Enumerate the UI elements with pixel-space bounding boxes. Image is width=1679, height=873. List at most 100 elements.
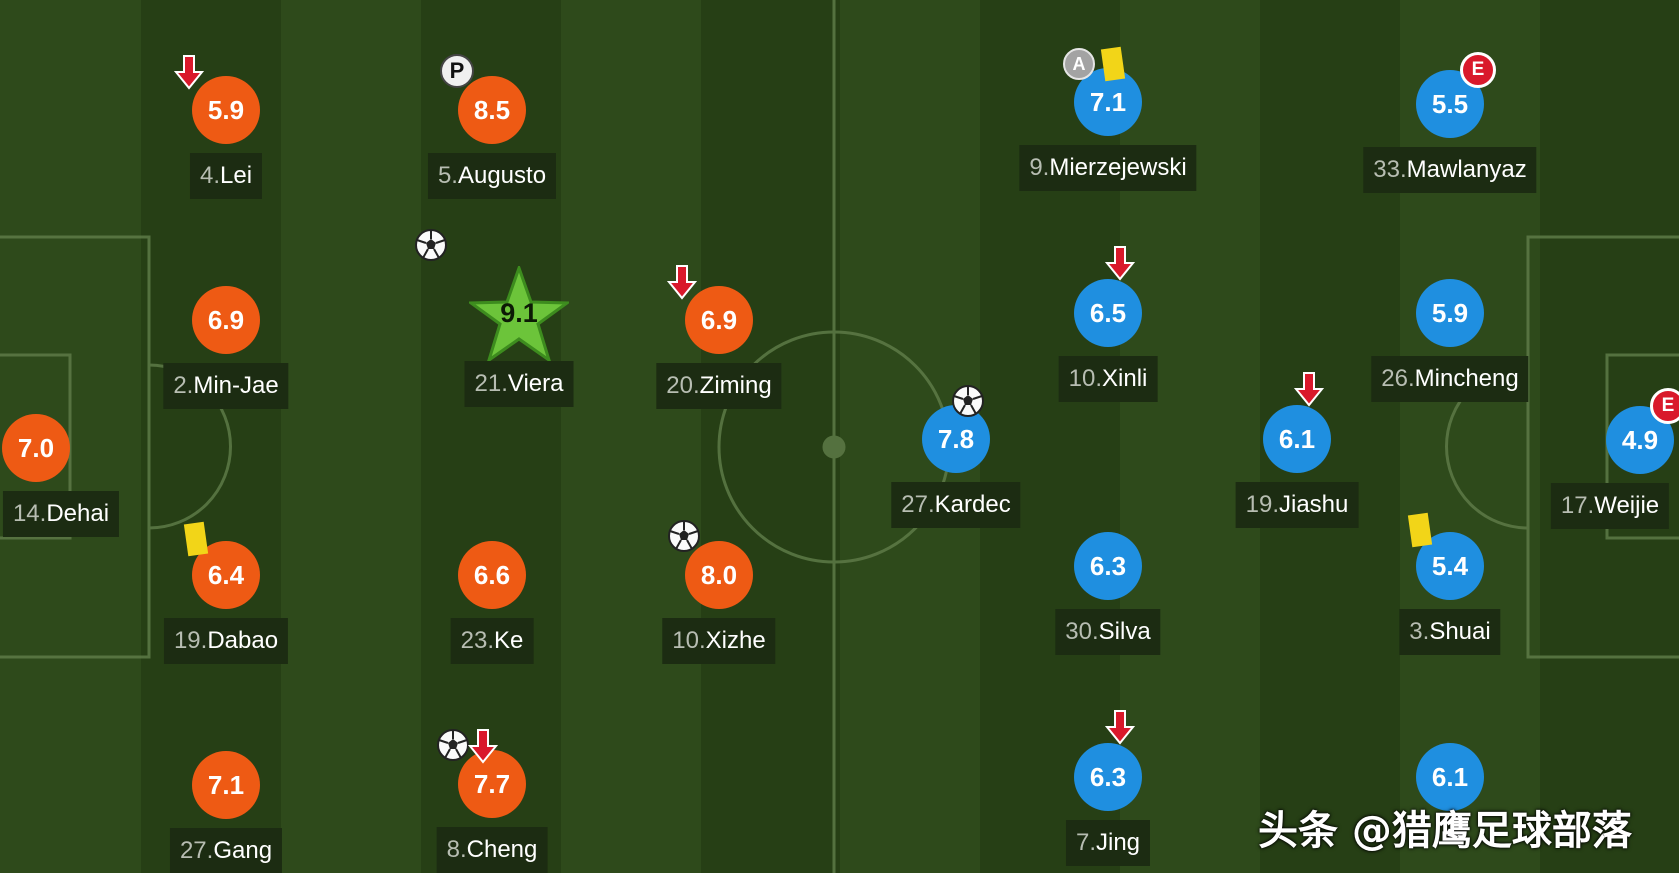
player-number: 2. <box>173 372 194 399</box>
player-name: Cheng <box>466 836 538 863</box>
player-number: 9. <box>1029 154 1050 181</box>
penalty-icon: P <box>440 54 474 88</box>
sub-off-arrow-icon <box>1104 709 1136 745</box>
player-name: Xizhe <box>705 627 766 654</box>
player-rating-badge: 5.9 <box>192 76 260 144</box>
pitch-stripe <box>1399 0 1541 873</box>
player-rating: 9.1 <box>500 298 538 328</box>
player-name-label: 8.Cheng <box>436 827 548 873</box>
player-number: 10. <box>672 627 706 654</box>
player-name: Jing <box>1095 829 1141 856</box>
player-rating-badge: 7.7 <box>458 750 526 818</box>
player-name: Lei <box>219 162 253 189</box>
player-name: Min-Jae <box>193 372 279 399</box>
player-name-label: 9.Mierzejewski <box>1019 145 1197 191</box>
pitch-stripe <box>559 0 701 873</box>
player-rating-badge: 6.6 <box>458 541 526 609</box>
player-name-label: 17.Weijie <box>1550 483 1670 529</box>
player-number: 27. <box>901 491 935 518</box>
player-number: 26. <box>1381 365 1415 392</box>
error-icon: E <box>1460 52 1496 88</box>
player-rating-badge: 7.8 <box>922 405 990 473</box>
player-number: 30. <box>1065 618 1099 645</box>
player-name-label: 14.Dehai <box>2 491 120 537</box>
goal-ball-icon <box>951 384 985 418</box>
player-name-label: 27.Gang <box>169 828 283 873</box>
player-number: 33. <box>1373 156 1407 183</box>
player-rating-badge: 6.3 <box>1074 532 1142 600</box>
player-rating-badge: 6.5 <box>1074 279 1142 347</box>
player-number: 20. <box>666 372 700 399</box>
man-of-the-match-star-icon: 9.1 <box>466 263 572 366</box>
sub-off-arrow-icon <box>1104 245 1136 281</box>
player-name: Mierzejewski <box>1049 154 1187 181</box>
player-name-label: 20.Ziming <box>656 363 782 409</box>
player-rating-badge: 6.9 <box>685 286 753 354</box>
player-name-label: 5.Augusto <box>427 153 557 199</box>
player-name: Ke <box>494 627 524 654</box>
sub-off-arrow-icon <box>173 54 205 90</box>
player-number: 17. <box>1560 492 1595 519</box>
player-number: 27. <box>179 837 214 864</box>
player-name: Gang <box>213 837 273 864</box>
player-rating-badge: 8.0 <box>685 541 753 609</box>
player-name: Mincheng <box>1414 365 1519 392</box>
player-name: Dehai <box>46 500 110 527</box>
player-name-label: 26.Mincheng <box>1371 356 1529 402</box>
watermark-text: 头条 @猎鹰足球部落 <box>1258 808 1632 854</box>
player-name: Weijie <box>1594 492 1660 519</box>
player-name: Shuai <box>1429 618 1491 645</box>
yellow-card-icon <box>1100 46 1126 82</box>
player-rating-badge: 6.1 <box>1416 743 1484 811</box>
player-rating-badge: 5.4 <box>1416 532 1484 600</box>
player-name-label: 10.Xizhe <box>662 618 776 664</box>
player-rating-badge: 7.0 <box>2 414 70 482</box>
player-name-label: 19.Dabao <box>163 618 289 664</box>
sub-off-arrow-icon <box>467 728 499 764</box>
player-name-label: 10.Xinli <box>1058 356 1158 402</box>
player-number: 4. <box>199 162 220 189</box>
player-number: 19. <box>1245 491 1279 518</box>
yellow-card-icon <box>183 521 209 557</box>
player-name-label: 19.Jiashu <box>1235 482 1359 528</box>
player-name: Dabao <box>207 627 279 654</box>
player-rating-badge: 7.1 <box>192 751 260 819</box>
assist-icon: A <box>1063 48 1095 80</box>
player-rating-badge: 6.3 <box>1074 743 1142 811</box>
player-name-label: 2.Min-Jae <box>163 363 289 409</box>
player-name-label: 4.Lei <box>189 153 263 199</box>
player-number: 19. <box>173 627 208 654</box>
player-number: 3. <box>1409 618 1430 645</box>
player-name: Ziming <box>699 372 772 399</box>
player-number: 23. <box>460 627 495 654</box>
player-name-label: 21.Viera <box>464 361 574 407</box>
player-name: Silva <box>1098 618 1151 645</box>
player-name: Xinli <box>1102 365 1148 392</box>
error-icon: E <box>1650 388 1679 424</box>
pitch-stripe <box>279 0 421 873</box>
player-name: Mawlanyaz <box>1406 156 1527 183</box>
goal-ball-icon <box>667 519 701 553</box>
goal-ball-icon <box>414 228 448 262</box>
goal-ball-icon <box>436 728 470 762</box>
player-name-label: 30.Silva <box>1055 609 1161 655</box>
player-number: 10. <box>1068 365 1103 392</box>
sub-off-arrow-icon <box>1293 371 1325 407</box>
player-rating-badge: 6.1 <box>1263 405 1331 473</box>
pitch-stripe <box>419 0 561 873</box>
player-name: Augusto <box>457 162 547 189</box>
yellow-card-icon <box>1407 512 1433 548</box>
player-rating-badge: 6.9 <box>192 286 260 354</box>
player-rating-badge: 8.5 <box>458 76 526 144</box>
sub-off-arrow-icon <box>666 264 698 300</box>
player-name-label: 23.Ke <box>450 618 534 664</box>
player-number: 8. <box>446 836 467 863</box>
pitch-stripe <box>139 0 281 873</box>
player-number: 21. <box>474 370 508 397</box>
player-name-label: 33.Mawlanyaz <box>1363 147 1537 193</box>
player-name: Kardec <box>934 491 1011 518</box>
pitch-stripe <box>699 0 841 873</box>
player-name-label: 3.Shuai <box>1399 609 1501 655</box>
